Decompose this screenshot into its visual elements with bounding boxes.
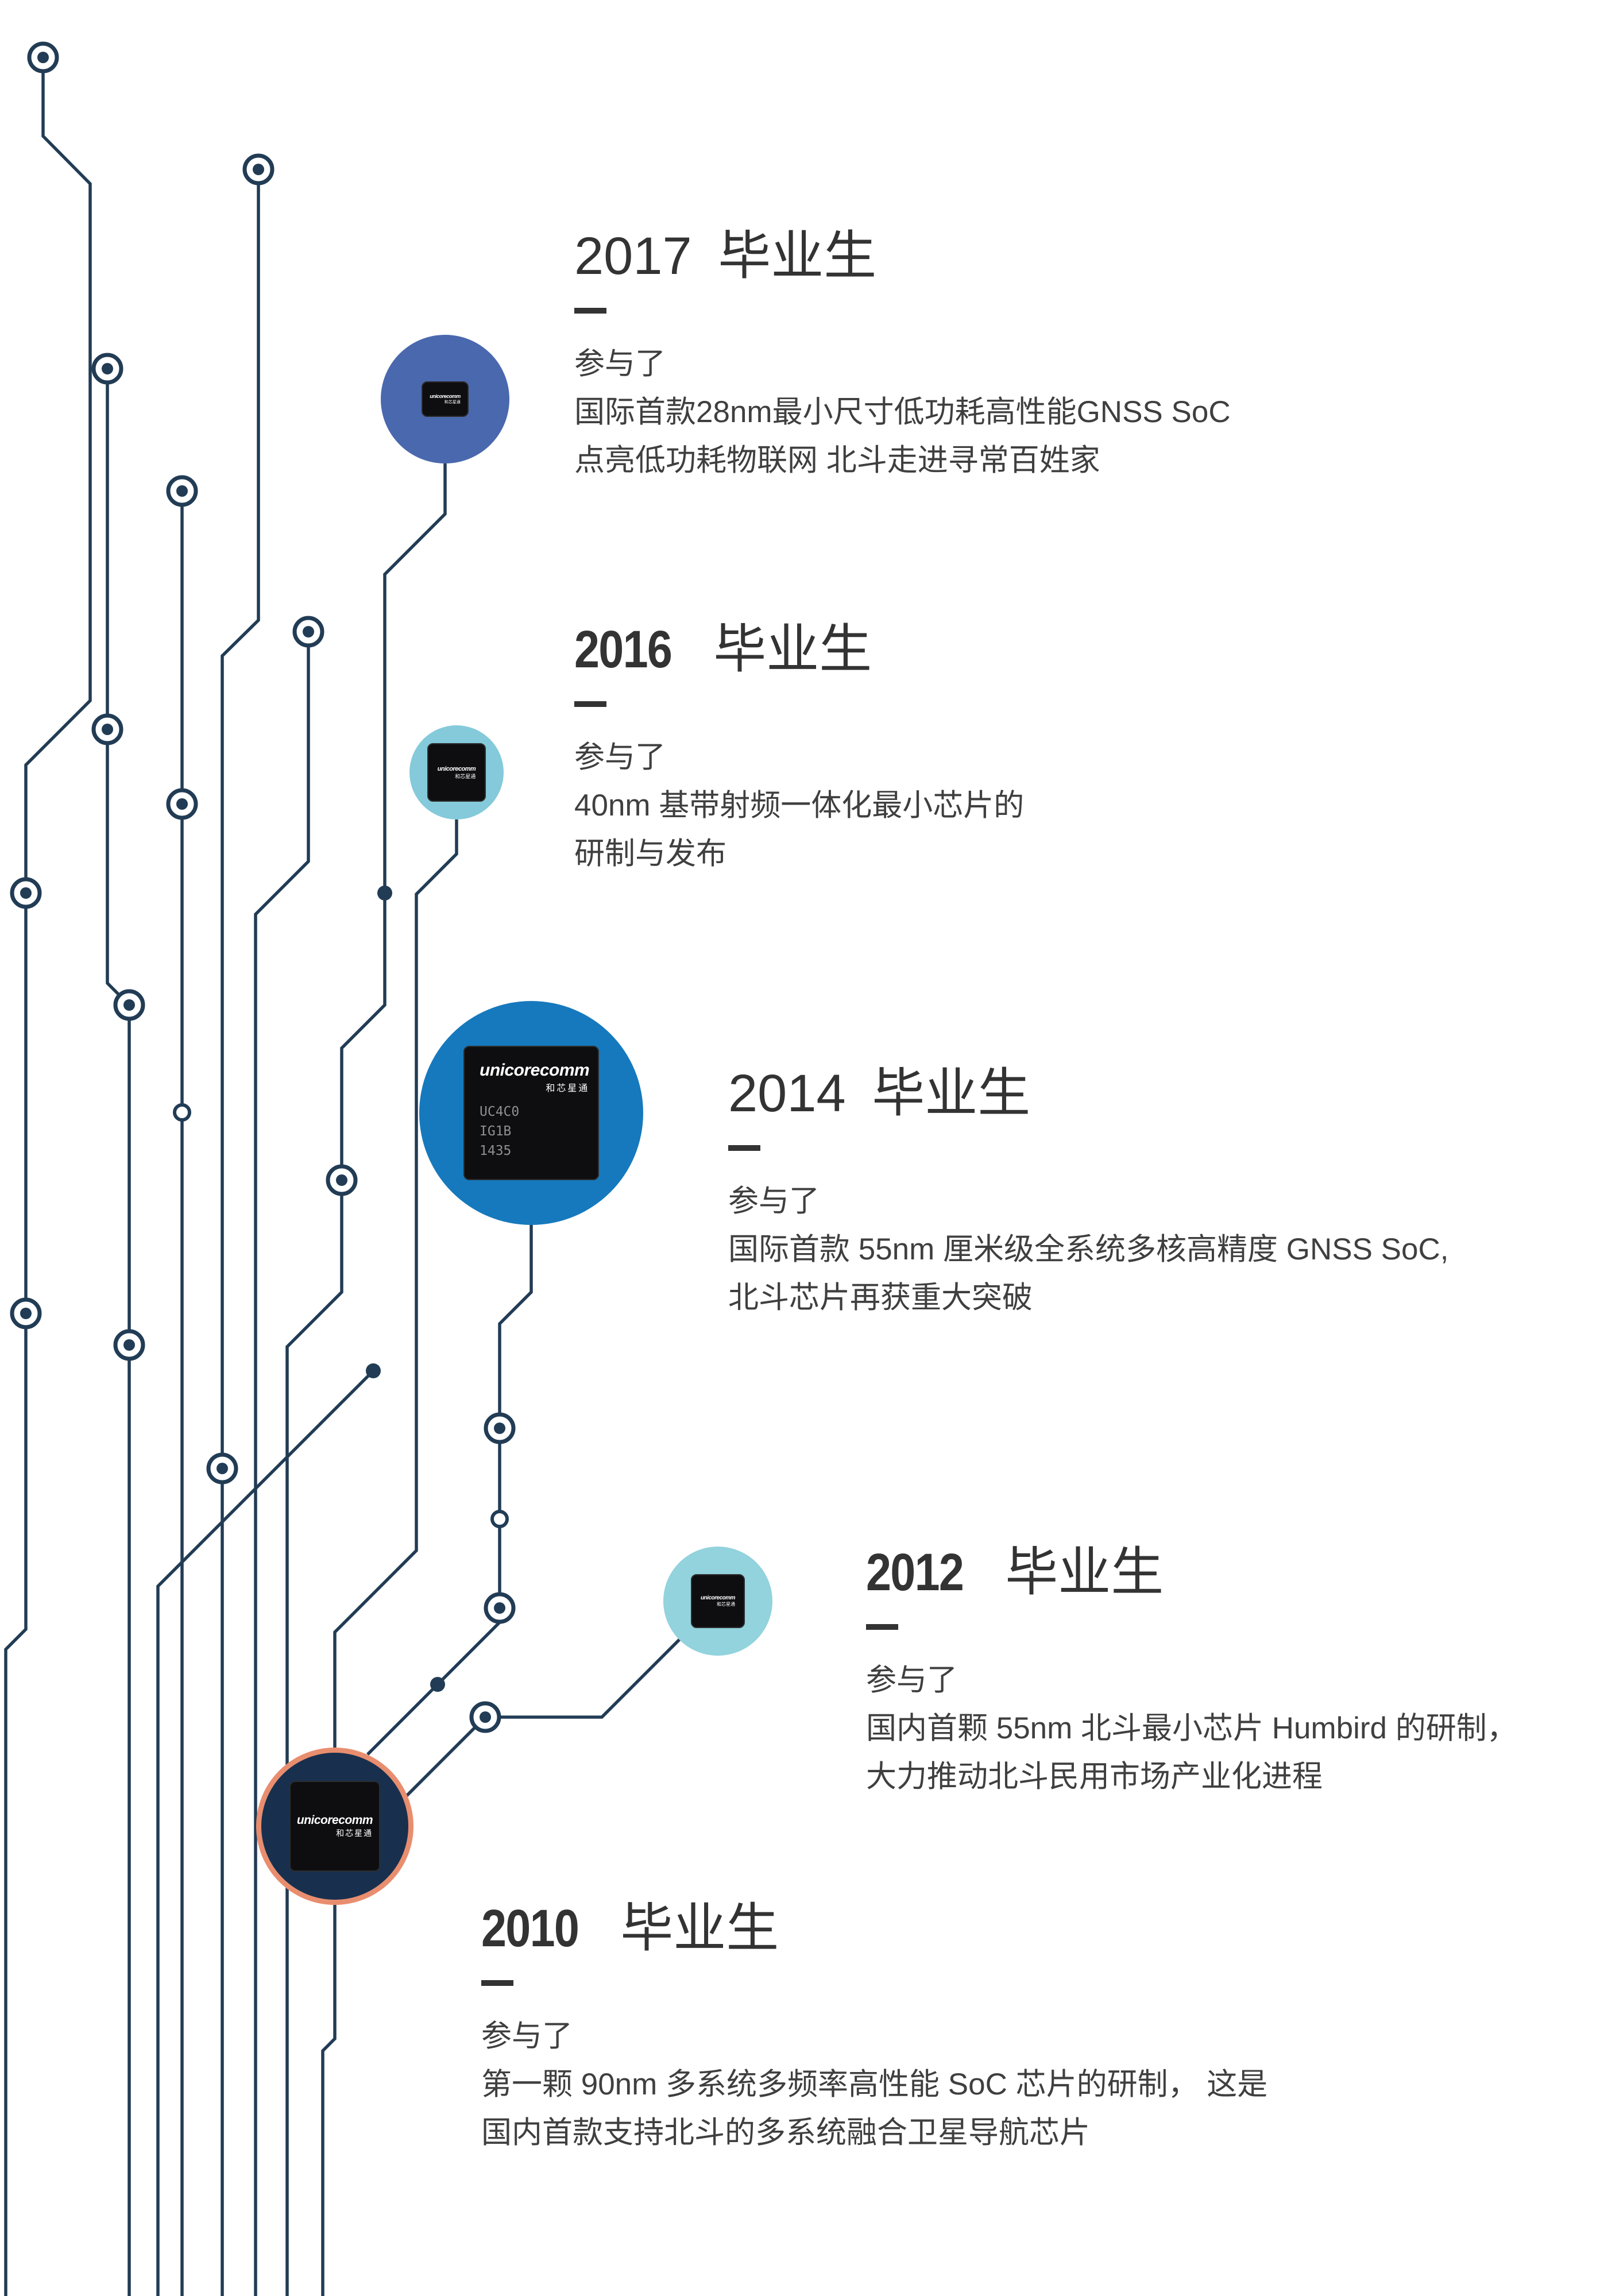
milestone-line: 国内首款支持北斗的多系统融合卫星导航芯片 — [481, 2116, 1090, 2150]
milestone-intro: 参与了 — [728, 1184, 820, 1218]
milestone-line: 北斗芯片再获重大突破 — [728, 1281, 1033, 1315]
chip-brand-cn: 和芯星通 — [717, 1602, 736, 1607]
milestone-suffix: 毕业生 — [1005, 1543, 1164, 1602]
heading-dash — [481, 1980, 513, 1986]
milestone-year-heading: 2016 毕业生 — [574, 623, 1024, 676]
milestone-suffix: 毕业生 — [718, 227, 877, 285]
milestone-line: 点亮低功耗物联网 北斗走进寻常百姓家 — [574, 443, 1100, 477]
milestone-year-heading: 2010 毕业生 — [481, 1902, 1267, 1955]
chip-brand-cn: 和芯星通 — [546, 1084, 590, 1093]
milestone-year: 2010 — [481, 1899, 579, 1958]
milestone-year: 2016 — [574, 620, 672, 679]
milestone-line: 国际首款28nm最小尺寸低功耗高性能GNSS SoC — [574, 395, 1231, 429]
milestone-line: 大力推动北斗民用市场产业化进程 — [866, 1760, 1323, 1793]
milestone-line: 40nm 基带射频一体化最小芯片的 — [574, 788, 1025, 822]
chip-2017: unicorecomm 和芯星通 — [422, 381, 469, 417]
milestone-line: 国内首颗 55nm 北斗最小芯片 Humbird 的研制， — [866, 1711, 1517, 1745]
chip-brand-en: unicorecomm — [700, 1595, 736, 1601]
chip-badge-2010: unicorecomm 和芯星通 — [256, 1748, 413, 1905]
chip-code-line: UC4C0 — [480, 1104, 520, 1119]
heading-dash — [728, 1145, 760, 1151]
heading-dash — [866, 1624, 898, 1630]
chip-2010: unicorecomm 和芯星通 — [289, 1781, 380, 1872]
circuit-nodes — [10, 41, 516, 1733]
heading-dash — [574, 701, 606, 707]
milestone-year: 2014 — [728, 1064, 846, 1123]
milestone-intro: 参与了 — [574, 347, 666, 381]
chip-brand-en: unicorecomm — [430, 393, 461, 399]
milestone-line: 研制与发布 — [574, 837, 726, 871]
chip-2014: unicorecomm 和芯星通 UC4C0 IG1B 1435 — [463, 1046, 599, 1180]
chip-badge-2017: unicorecomm 和芯星通 — [381, 335, 509, 463]
milestone-year-heading: 2012 毕业生 — [866, 1546, 1517, 1599]
chip-brand-logo: unicorecomm 和芯星通 — [297, 1814, 373, 1839]
milestone-2012: 2012 毕业生 参与了 国内首颗 55nm 北斗最小芯片 Humbird 的研… — [866, 1546, 1517, 1801]
milestone-year: 2012 — [866, 1543, 964, 1602]
milestone-2010: 2010 毕业生 参与了 第一颗 90nm 多系统多频率高性能 SoC 芯片的研… — [481, 1902, 1267, 2157]
chip-brand-cn: 和芯星通 — [444, 400, 461, 404]
chip-brand-en: unicorecomm — [437, 765, 476, 772]
milestone-line: 第一颗 90nm 多系统多频率高性能 SoC 芯片的研制， 这是 — [481, 2067, 1268, 2101]
chip-2016: unicorecomm 和芯星通 — [427, 743, 486, 802]
milestone-year: 2017 — [574, 227, 692, 285]
chip-badge-2012: unicorecomm 和芯星通 — [663, 1547, 772, 1656]
chip-brand-en: unicorecomm — [296, 1814, 373, 1827]
chip-brand-logo: unicorecomm 和芯星通 — [480, 1061, 590, 1094]
milestone-year-heading: 2014 毕业生 — [728, 1067, 1449, 1120]
chip-brand-en: unicorecomm — [480, 1061, 590, 1080]
milestone-2014: 2014 毕业生 参与了 国际首款 55nm 厘米级全系统多核高精度 GNSS … — [728, 1067, 1449, 1322]
milestone-suffix: 毕业生 — [620, 1899, 779, 1958]
chip-2012: unicorecomm 和芯星通 — [691, 1574, 745, 1628]
milestone-line: 国际首款 55nm 厘米级全系统多核高精度 GNSS SoC, — [728, 1232, 1449, 1266]
milestone-2017: 2017 毕业生 参与了 国际首款28nm最小尺寸低功耗高性能GNSS SoC … — [574, 230, 1231, 485]
chip-brand-cn: 和芯星通 — [336, 1829, 373, 1838]
milestone-intro: 参与了 — [481, 2019, 573, 2053]
milestone-intro: 参与了 — [866, 1663, 957, 1697]
chip-brand-logo: unicorecomm 和芯星通 — [430, 393, 461, 405]
milestone-2016: 2016 毕业生 参与了 40nm 基带射频一体化最小芯片的 研制与发布 — [574, 623, 1024, 878]
milestone-suffix: 毕业生 — [713, 620, 872, 679]
milestone-intro: 参与了 — [574, 740, 666, 774]
chip-brand-logo: unicorecomm 和芯星通 — [700, 1595, 736, 1607]
chip-brand-cn: 和芯星通 — [455, 773, 476, 779]
chip-badge-2014: unicorecomm 和芯星通 UC4C0 IG1B 1435 — [419, 1001, 643, 1225]
chip-code-line: IG1B — [480, 1124, 512, 1139]
milestone-suffix: 毕业生 — [872, 1064, 1031, 1123]
chip-part-codes: UC4C0 IG1B 1435 — [480, 1102, 519, 1161]
chip-brand-logo: unicorecomm 和芯星通 — [438, 766, 476, 780]
chip-badge-2016: unicorecomm 和芯星通 — [409, 725, 504, 820]
heading-dash — [574, 308, 606, 314]
milestone-year-heading: 2017 毕业生 — [574, 230, 1231, 283]
chip-code-line: 1435 — [480, 1143, 512, 1158]
